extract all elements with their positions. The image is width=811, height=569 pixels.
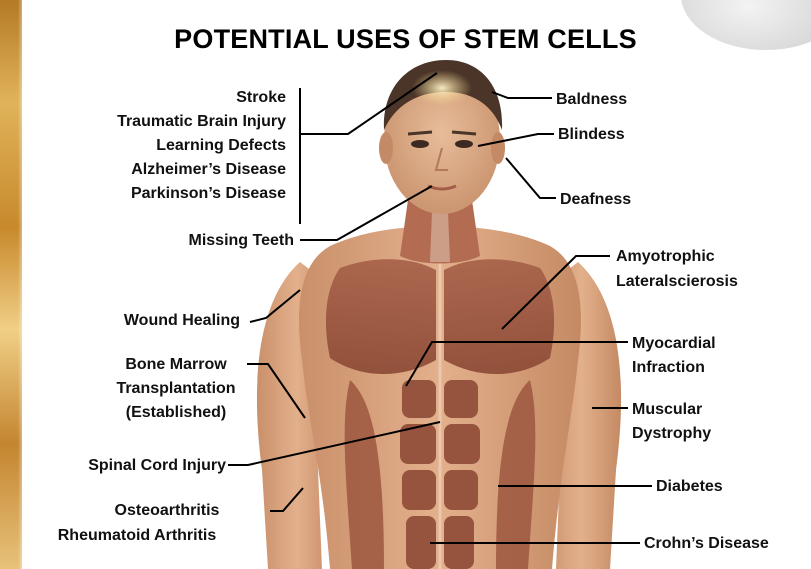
label-stroke: Stroke [236,86,286,109]
label-muscular: Muscular [632,398,702,421]
label-missing-teeth: Missing Teeth [189,229,295,252]
label-blindness: Blindess [558,123,625,146]
head [379,60,505,214]
label-learning-defects: Learning Defects [156,134,286,157]
label-myocardial: Myocardial [632,332,716,355]
torso [299,226,581,569]
label-parkinsons-disease: Parkinson’s Disease [131,182,286,205]
label-lateralscierosis: Lateralscierosis [616,270,738,293]
label-deafness: Deafness [560,188,631,211]
label-transplantation: Transplantation [100,377,252,400]
label-amyotrophic: Amyotrophic [616,245,715,268]
label-wound-healing: Wound Healing [124,309,240,332]
label-traumatic-brain-injury: Traumatic Brain Injury [117,110,286,133]
label-rheumatoid-arthritis: Rheumatoid Arthritis [30,524,244,547]
label-established: (Established) [100,401,252,424]
label-osteoarthritis: Osteoarthritis [60,499,274,522]
label-crohns-disease: Crohn’s Disease [644,532,769,555]
label-alzheimers-disease: Alzheimer’s Disease [131,158,286,181]
label-dystrophy: Dystrophy [632,422,711,445]
page-title: POTENTIAL USES OF STEM CELLS [0,24,811,55]
label-infraction: Infraction [632,356,705,379]
label-spinal-cord-injury: Spinal Cord Injury [88,454,226,477]
label-baldness: Baldness [556,88,627,111]
label-diabetes: Diabetes [656,475,723,498]
label-bone-marrow: Bone Marrow [100,353,252,376]
